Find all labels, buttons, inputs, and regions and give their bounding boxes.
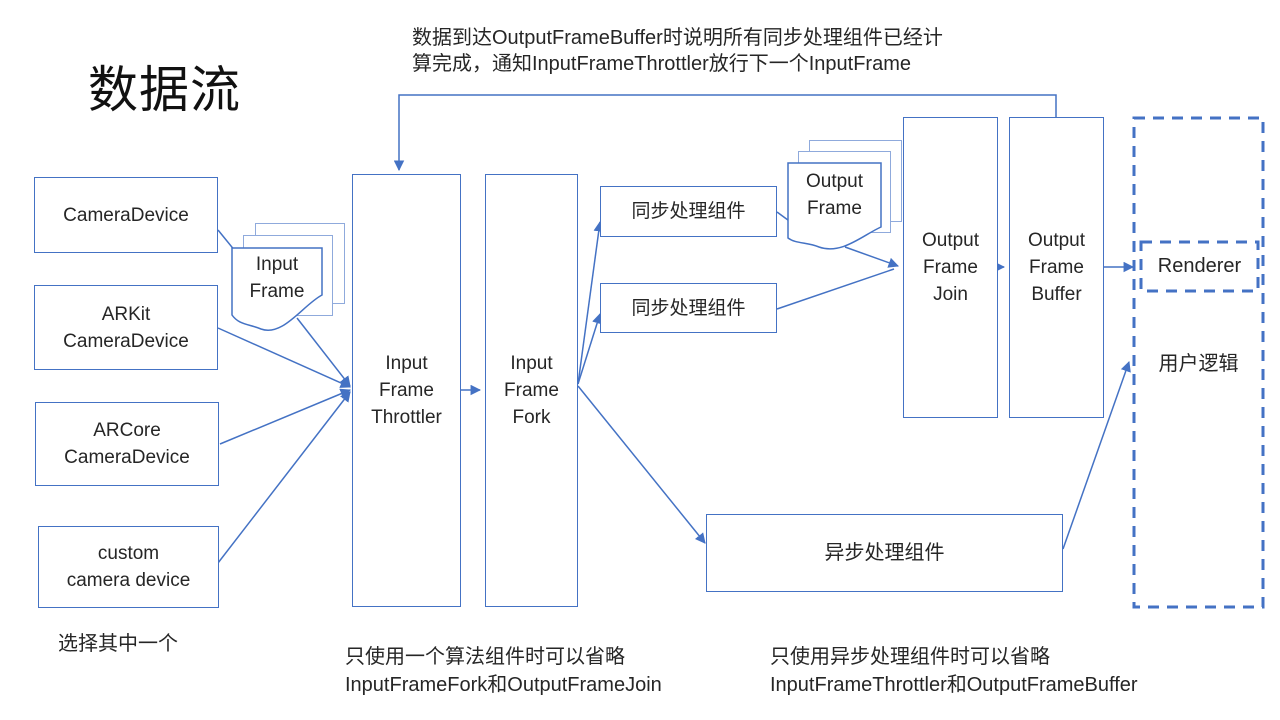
connector-outputframe-to-join — [844, 246, 899, 268]
node-output-frame-buffer: Output Frame Buffer — [1009, 117, 1104, 418]
user-logic-label: 用户逻辑 — [1158, 353, 1239, 375]
feedback-annotation-line2: 算完成，通知InputFrameThrottler放行下一个InputFrame — [412, 53, 911, 75]
throttler-label-line1: Input — [385, 353, 428, 374]
node-custom-camera-device: custom camera device — [38, 526, 219, 608]
page-title: 数据流 — [88, 62, 241, 118]
input-frame-label-line1: Input — [255, 254, 299, 275]
connector-fork-to-sync2 — [577, 312, 603, 385]
connector-arkit-to-throttler — [217, 327, 351, 388]
sync2-label: 同步处理组件 — [631, 297, 746, 319]
note-choose-one: 选择其中一个 — [58, 633, 178, 655]
note-fork-omission-line2: InputFrameFork和OutputFrameJoin — [345, 674, 662, 696]
node-sync-component-1: 同步处理组件 — [600, 186, 777, 237]
connector-sync2-to-join — [776, 268, 895, 310]
input-frame-document-path — [231, 247, 323, 332]
feedback-annotation: 数据到达OutputFrameBuffer时说明所有同步处理组件已经计 算完成，… — [412, 25, 1112, 77]
async-label: 异步处理组件 — [824, 541, 945, 564]
connector-custom-to-throttler — [217, 391, 351, 564]
output-frame-document-shape — [787, 162, 882, 250]
throttler-label-line2: Frame — [379, 380, 434, 401]
input-frame-label-line2: Frame — [249, 281, 305, 302]
node-output-frame: Output Frame — [787, 168, 882, 222]
node-user-logic: 用户逻辑 — [1134, 351, 1263, 378]
note-async-omission-line1: 只使用异步处理组件时可以省略 — [770, 646, 1050, 668]
note-fork-omission: 只使用一个算法组件时可以省略 InputFrameFork和OutputFram… — [345, 643, 662, 699]
node-output-frame-join: Output Frame Join — [903, 117, 998, 418]
note-async-omission: 只使用异步处理组件时可以省略 InputFrameThrottler和Outpu… — [770, 643, 1138, 699]
note-fork-omission-line1: 只使用一个算法组件时可以省略 — [345, 646, 625, 668]
node-arcore-label-line2: CameraDevice — [64, 447, 190, 468]
throttler-label-line3: Throttler — [371, 407, 442, 428]
fork-label-line3: Fork — [512, 407, 551, 428]
node-async-component: 异步处理组件 — [706, 514, 1063, 592]
node-custom-label-line2: camera device — [66, 570, 191, 591]
connector-feedback-buffer-to-throttler — [393, 94, 1057, 172]
buffer-label-line2: Frame — [1029, 257, 1084, 278]
node-sync-component-2: 同步处理组件 — [600, 283, 777, 333]
join-label-line1: Output — [921, 230, 980, 251]
renderer-dashed-frame — [1139, 240, 1260, 293]
node-camera-device: CameraDevice — [34, 177, 218, 253]
node-input-frame-fork: Input Frame Fork — [485, 174, 578, 607]
note-async-omission-line2: InputFrameThrottler和OutputFrameBuffer — [770, 674, 1138, 696]
output-frame-label-line2: Frame — [807, 198, 862, 219]
dashed-frames — [1132, 116, 1265, 609]
output-frame-document-path — [787, 162, 882, 250]
node-arkit-label-line2: CameraDevice — [63, 330, 189, 352]
fork-label-line2: Frame — [504, 380, 559, 401]
node-input-frame: Input Frame — [231, 251, 323, 305]
feedback-annotation-line1: 数据到达OutputFrameBuffer时说明所有同步处理组件已经计 — [412, 27, 943, 49]
connectors — [217, 94, 1135, 564]
node-arkit-label-line1: ARKit — [101, 303, 151, 325]
connector-inputframe-to-throttler — [296, 317, 351, 387]
join-label-line2: Frame — [923, 257, 978, 278]
buffer-label-line1: Output — [1027, 230, 1086, 251]
node-camera-device-label: CameraDevice — [63, 204, 189, 226]
connector-arcore-to-throttler — [219, 388, 351, 445]
node-input-frame-throttler: Input Frame Throttler — [352, 174, 461, 607]
connector-fork-to-sync1 — [577, 220, 604, 385]
node-custom-label-line1: custom — [97, 543, 160, 564]
renderer-label: Renderer — [1157, 255, 1242, 277]
connector-fork-to-async — [577, 385, 706, 544]
node-arkit-camera-device: ARKit CameraDevice — [34, 285, 218, 370]
sync1-label: 同步处理组件 — [631, 201, 746, 222]
connector-async-to-userlogic — [1062, 361, 1131, 550]
buffer-label-line3: Buffer — [1031, 284, 1082, 305]
output-frame-label-line1: Output — [805, 171, 864, 192]
join-label-line3: Join — [933, 284, 968, 305]
node-arcore-label-line1: ARCore — [93, 420, 161, 441]
fork-label-line1: Input — [510, 353, 553, 374]
user-logic-dashed-frame — [1132, 116, 1265, 609]
input-frame-document-shape — [231, 247, 323, 332]
node-arcore-camera-device: ARCore CameraDevice — [35, 402, 219, 486]
node-renderer: Renderer — [1141, 242, 1258, 291]
